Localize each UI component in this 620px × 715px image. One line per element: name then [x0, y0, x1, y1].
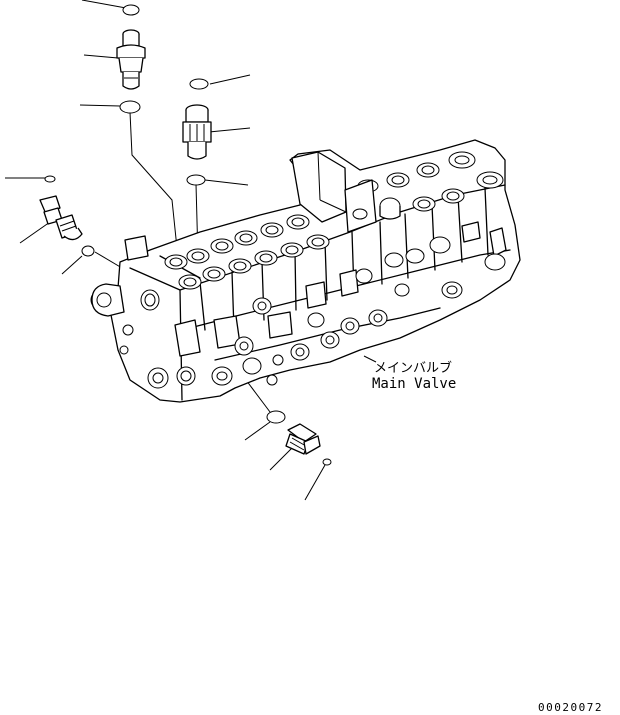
o-ring-small-bottom: [322, 458, 332, 466]
main-valve-label-en: Main Valve: [372, 376, 456, 392]
fitting-bottom: [285, 423, 321, 455]
o-ring-bottom: [266, 410, 286, 424]
figure-code: 00020072: [538, 701, 603, 714]
main-valve-body: [90, 139, 521, 403]
o-ring-top-right: [189, 78, 209, 90]
o-ring-top: [122, 4, 140, 16]
main-valve-leader: [363, 355, 377, 363]
o-ring-mid-left: [119, 100, 141, 114]
fitting-top-left: [116, 29, 146, 90]
elbow-fitting: [39, 195, 83, 241]
main-valve-label-jp: メインバルブ: [374, 360, 452, 376]
front-plugs: [90, 235, 410, 389]
upper-block: [291, 151, 401, 233]
o-ring-small-left: [44, 175, 56, 183]
fitting-top-right: [182, 104, 212, 160]
right-fittings: [384, 221, 507, 299]
o-ring-right: [186, 174, 206, 186]
o-ring-left: [81, 245, 95, 257]
leader-lines: [5, 0, 326, 501]
